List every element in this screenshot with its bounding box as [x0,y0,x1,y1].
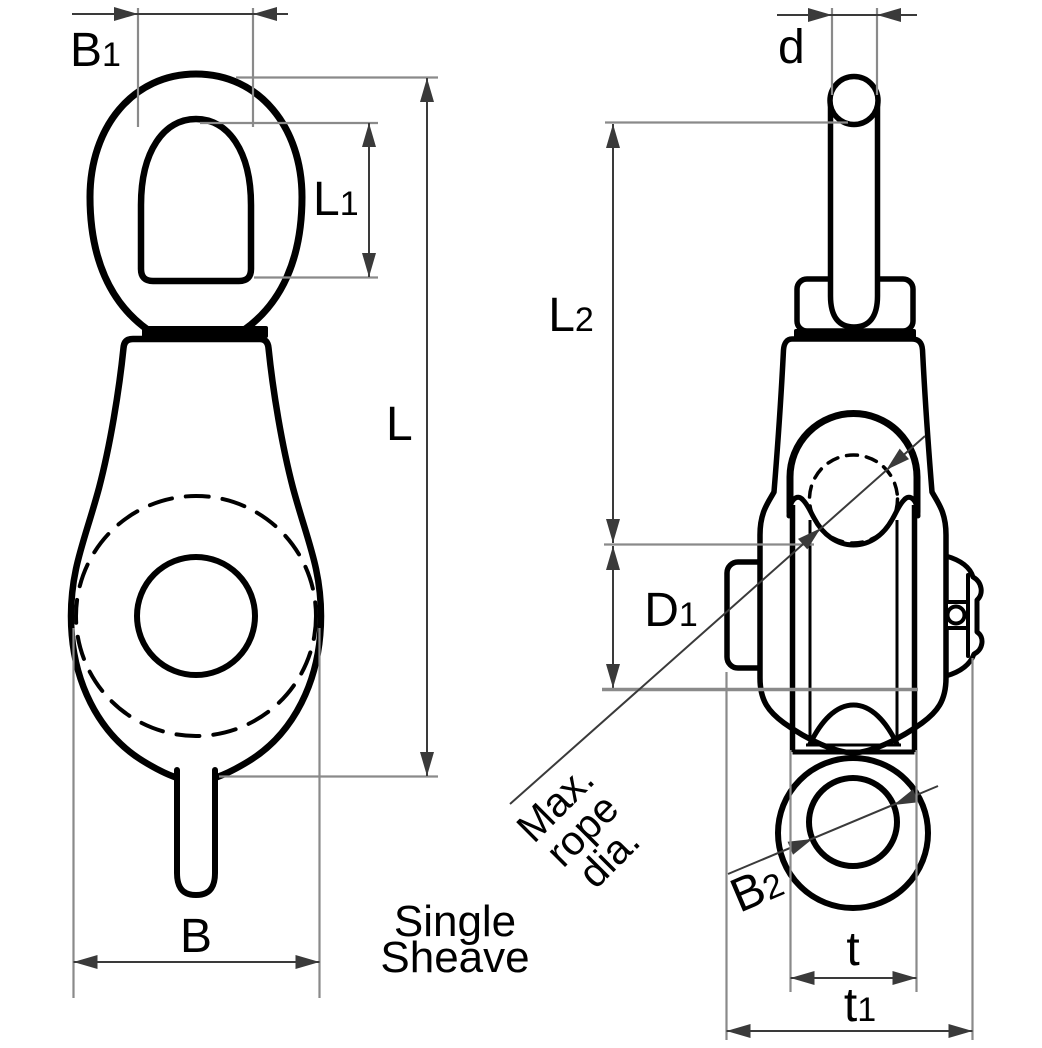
side-shank-stem [827,101,881,330]
max-rope-leader-line [509,435,926,805]
front-sheave-hidden-circle [74,494,318,738]
dim-l: L [219,76,438,778]
max-rope-arrow-upper [886,448,909,470]
front-becket [174,767,218,898]
max-rope-label: Max. rope dia. [508,756,649,897]
dim-t1: t1 [725,658,974,1040]
dim-l2-arrow-down [606,519,620,543]
side-sheave-top-groove [786,494,921,548]
dim-label-b2: B2 [723,854,791,923]
side-shank-hidden-arc [830,110,878,126]
dim-t-arrow-right [892,971,917,985]
side-pin-hole [945,604,967,626]
front-swivel-eye-hole [137,115,255,285]
dim-label-d1: D1 [644,584,698,637]
caption-line1: Single [394,897,516,946]
dim-b1: B1 [70,7,288,127]
dim-t1-arrow-left [726,1024,751,1038]
side-view [724,73,985,911]
dim-t: t [789,750,918,992]
max-rope-arrow-lower [798,528,821,550]
front-view [67,70,325,898]
dim-b-arrow-left [73,955,98,969]
dim-label-t1: t1 [844,979,876,1032]
dim-label-l1: L1 [313,173,359,226]
dim-b1-arrow-left [114,7,138,21]
dim-t-arrow-left [790,971,815,985]
dim-l1-arrow-down [362,253,376,277]
dim-b1-arrow-right [253,7,277,21]
dim-d-arrow-left [808,8,832,22]
side-shank-top-circle [827,73,881,128]
front-swivel-joint-bar [142,326,268,338]
dim-t1-arrow-right [948,1024,973,1038]
dim-b-arrow-right [295,955,320,969]
dim-label-d: d [778,21,805,74]
caption-line2: Sheave [380,933,529,982]
dim-label-l: L [386,398,413,451]
dim-l-arrow-up [420,78,434,102]
dim-b2-arrow-upper [893,789,919,805]
dim-l-arrow-down [420,752,434,776]
dim-l1-arrow-up [362,123,376,147]
dim-d1-arrow-down [606,664,620,688]
side-sheave-bottom-groove [807,702,900,747]
dim-d1-arrow-up [606,546,620,570]
dim-d-arrow-right [877,8,901,22]
caption: Single Sheave [380,897,529,982]
front-axle-hole [134,554,258,678]
dim-b: B [72,628,321,998]
dim-d1: D1 [602,546,918,692]
dim-label-b: B [180,910,212,963]
dim-l1: L1 [200,121,378,279]
dim-label-b1: B1 [70,24,121,77]
dim-l2: L2 [548,121,848,546]
dim-label-l2: L2 [548,289,594,342]
dim-label-t: t [846,923,859,976]
dim-d: d [777,8,917,95]
max-rope-circle [807,453,900,545]
side-arch-window [786,410,921,516]
dim-b2-arrow-lower [787,839,813,855]
dim-l2-arrow-up [606,124,620,148]
side-swivel-joint-bar [794,329,916,339]
